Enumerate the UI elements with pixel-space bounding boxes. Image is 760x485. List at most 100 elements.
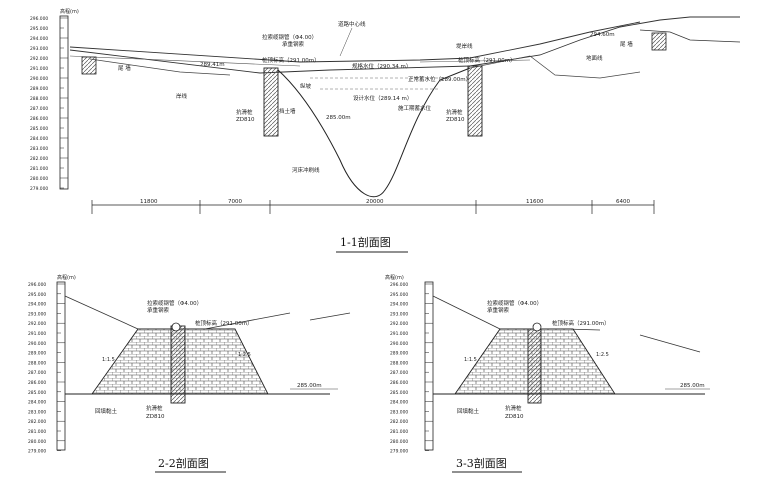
label-pile-code-3: ZD810 — [505, 414, 524, 420]
label-water-3: 285.00m — [680, 383, 705, 389]
dim-3: 20000 — [366, 199, 384, 205]
elev-header-2: 高程(m) — [57, 274, 76, 281]
elev-label: 290.000 — [28, 341, 46, 347]
elev-label: 283.000 — [28, 409, 46, 415]
elev-label: 288.000 — [30, 96, 48, 102]
elev-label: 291.000 — [30, 66, 48, 72]
right-anchor — [651, 32, 667, 51]
elev-label: 296.000 — [28, 282, 46, 288]
elev-label: 287.000 — [28, 370, 46, 376]
elev-label: 286.000 — [28, 380, 46, 386]
label-right-top: 桩顶标高（291.00m） — [458, 56, 516, 64]
label-cable: 承重钢索 — [282, 40, 305, 48]
right-ground — [469, 55, 641, 79]
dim-2: 7000 — [228, 199, 242, 205]
elev-label: 291.000 — [390, 331, 408, 337]
upper-pipe-line — [69, 21, 641, 63]
elev-label: 295.000 — [390, 292, 408, 298]
elev-label: 284.000 — [28, 400, 46, 406]
elev-label: 293.000 — [30, 46, 48, 52]
cable-node-2 — [171, 322, 181, 332]
label-slope-l-3: 1:1.5 — [464, 357, 477, 363]
label-water-2: 285.00m — [297, 383, 322, 389]
elev-label: 280.000 — [390, 439, 408, 445]
title-2-2: 2-2剖面图 — [158, 456, 209, 470]
elev-label: 292.000 — [30, 56, 48, 62]
elev-label: 290.000 — [30, 76, 48, 82]
right-top-terrain — [639, 29, 741, 43]
elev-label: 279.000 — [28, 449, 46, 455]
elev-label: 282.000 — [28, 419, 46, 425]
section-1: 高程(m) 296.000295.000294.000293.000292.00… — [30, 8, 741, 253]
elev-label: 294.000 — [28, 302, 46, 308]
elev-label: 283.000 — [30, 146, 48, 152]
dim-5: 6400 — [616, 199, 630, 205]
label-285: 285.00m — [326, 115, 351, 121]
label-pile-left-code: ZD810 — [236, 117, 255, 123]
label-pile-right: 抗滑桩 — [446, 108, 463, 116]
label-pile-code-2: ZD810 — [146, 414, 165, 420]
elev-label: 291.000 — [28, 331, 46, 337]
elev-label: 281.000 — [28, 429, 46, 435]
elev-label: 282.000 — [30, 156, 48, 162]
label-slope-l-2: 1:1.5 — [102, 357, 115, 363]
pile-3 — [527, 328, 542, 404]
elev-label: 285.000 — [30, 126, 48, 132]
label-pipe-2: 拉索缆钢管（Φ4.00） — [147, 299, 202, 307]
elev-label: 280.000 — [30, 176, 48, 182]
label-cable-2: 承重钢索 — [147, 306, 170, 314]
elev-header-3: 高程(m) — [385, 274, 404, 281]
elev-label: 296.000 — [30, 16, 48, 22]
label-ground-right: 地面线 — [586, 54, 603, 62]
label-riverbed: 河床冲刷线 — [292, 166, 320, 174]
label-pipe-3: 拉索缆钢管（Φ4.00） — [487, 299, 542, 307]
label-slope-left: 挡土墙 — [279, 107, 296, 115]
elev-label: 279.000 — [390, 449, 408, 455]
elev-label: 284.000 — [30, 136, 48, 142]
label-left-top: 桩顶标高（291.00m） — [262, 56, 320, 64]
elev-label: 285.000 — [390, 390, 408, 396]
label-pile-2: 抗滑桩 — [146, 404, 163, 412]
elev-label: 282.000 — [390, 419, 408, 425]
label-pile-3: 抗滑桩 — [505, 404, 522, 412]
label-294: 294.60m — [590, 32, 615, 38]
elev-label: 281.000 — [390, 429, 408, 435]
label-level-lower: 设计水位（289.14 m） — [353, 94, 412, 102]
elev-label: 284.000 — [390, 400, 408, 406]
elev-label: 286.000 — [390, 380, 408, 386]
water-levels — [310, 77, 450, 90]
left-slope-line — [89, 58, 231, 76]
elev-label: 296.000 — [390, 282, 408, 288]
label-bank: 岸线 — [176, 92, 188, 100]
pile-2 — [170, 325, 186, 404]
elev-label: 295.000 — [30, 26, 48, 32]
elev-label: 294.000 — [390, 302, 408, 308]
elev-label: 286.000 — [30, 116, 48, 122]
section-2: 高程(m) 296.000295.000294.000293.000292.00… — [28, 274, 351, 473]
label-top-3: 桩顶标高（291.00m） — [552, 319, 610, 327]
elev-label: 280.000 — [28, 439, 46, 445]
label-soil-3: 回填黏土 — [457, 407, 480, 415]
elev-label: 289.000 — [390, 351, 408, 357]
elev-label: 285.000 — [28, 390, 46, 396]
label-pile-left: 抗滑桩 — [236, 108, 253, 116]
label-pipe: 拉索缆钢管（Φ4.00） — [262, 33, 317, 41]
label-left-wing: 尾 墙 — [118, 64, 131, 72]
label-embank: 堤岸线 — [456, 42, 473, 50]
dim-4: 11600 — [526, 199, 544, 205]
label-right-wing: 尾 墙 — [620, 40, 633, 48]
elev-label: 295.000 — [28, 292, 46, 298]
elev-label: 288.000 — [390, 360, 408, 366]
label-289: 289.41m — [200, 62, 225, 68]
pile-left — [263, 67, 279, 137]
elev-label: 290.000 — [390, 341, 408, 347]
elev-label: 281.000 — [30, 166, 48, 172]
label-mid: 纵坡 — [300, 82, 312, 90]
label-slope-r-3: 1:2.5 — [596, 352, 609, 358]
cable-node-3 — [532, 322, 542, 332]
elev-label: 283.000 — [390, 409, 408, 415]
label-level-upper: 规格水位（290.34 m） — [352, 62, 411, 70]
elev-label: 294.000 — [30, 36, 48, 42]
label-cable-3: 承重钢索 — [487, 306, 510, 314]
